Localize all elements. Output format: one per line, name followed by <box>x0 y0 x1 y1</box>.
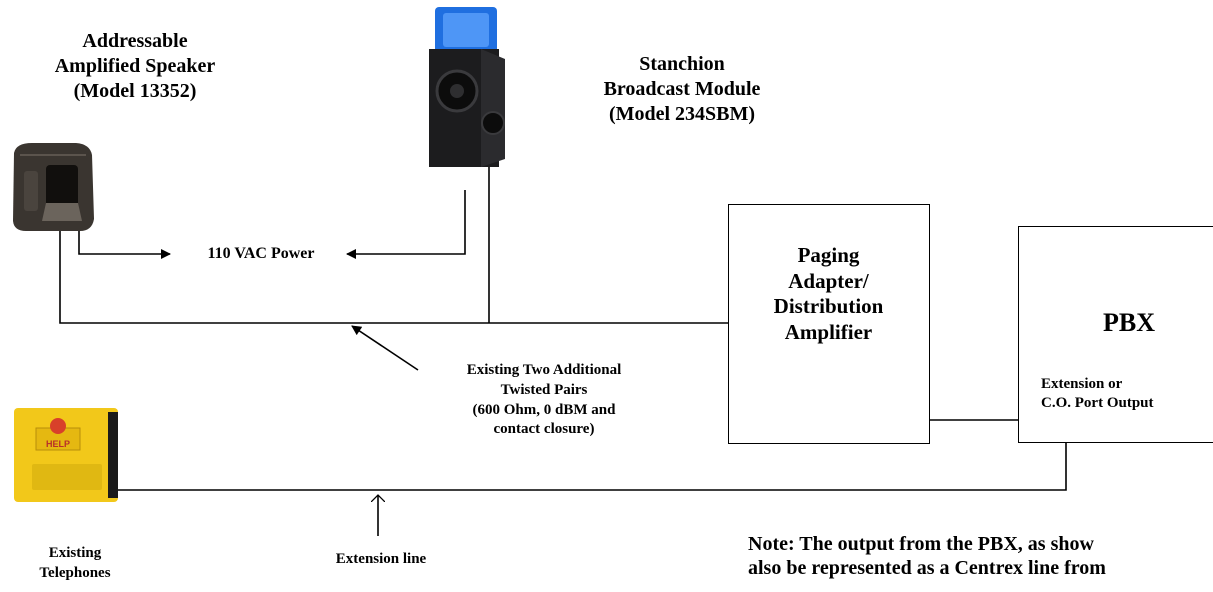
twisted-pairs-label: Existing Two Additional Twisted Pairs (6… <box>414 361 674 440</box>
telephone-device: HELP <box>12 406 122 506</box>
stanchion-title: Stanchion Broadcast Module (Model 234SBM… <box>572 52 792 127</box>
note-text: Note: The output from the PBX, as show a… <box>748 532 1106 581</box>
pbx-title: PBX <box>1103 308 1155 337</box>
speaker-icon <box>13 143 94 231</box>
paging-line3: Distribution <box>773 294 884 319</box>
paging-adapter-label: Paging Adapter/ Distribution Amplifier <box>729 243 928 345</box>
stanchion-device <box>425 5 509 170</box>
speaker-title-line3: (Model 13352) <box>73 80 197 102</box>
pbx-sub-line2: C.O. Port Output <box>1041 394 1154 411</box>
paging-line2: Adapter/ <box>788 268 869 293</box>
stanchion-power-wire <box>346 190 466 259</box>
note-line2: also be represented as a Centrex line fr… <box>748 557 1106 580</box>
paging-line1: Paging <box>797 243 860 267</box>
telephone-button-text: HELP <box>46 439 70 449</box>
speaker-power-wire <box>78 228 171 259</box>
speaker-title: Addressable Amplified Speaker (Model 133… <box>20 29 250 104</box>
speaker-device <box>10 141 95 233</box>
note-line1: Note: The output from the PBX, as show <box>748 533 1094 555</box>
extension-wire <box>118 443 1067 491</box>
stanchion-icon <box>429 7 505 167</box>
twisted-pairs-line1: Existing Two Additional <box>466 362 622 378</box>
speaker-title-line1: Addressable <box>82 30 188 52</box>
stanchion-title-line1: Stanchion <box>639 53 725 75</box>
pbx-box: PBX Extension or C.O. Port Output <box>1018 226 1213 443</box>
twisted-pairs-line4: contact closure) <box>493 421 595 438</box>
paging-adapter-box: Paging Adapter/ Distribution Amplifier <box>728 204 930 444</box>
speaker-title-line2: Amplified Speaker <box>54 55 216 77</box>
twisted-pairs-line3: (600 Ohm, 0 dBM and <box>472 401 616 418</box>
telephone-label: Existing Telephones <box>15 543 135 584</box>
twisted-pairs-line2: Twisted Pairs <box>500 381 588 398</box>
pbx-sub-label: Extension or C.O. Port Output <box>1041 375 1154 413</box>
twisted-pairs-pointer <box>351 325 419 371</box>
stanchion-title-line3: (Model 234SBM) <box>608 103 756 125</box>
power-label: 110 VAC Power <box>207 245 315 262</box>
speaker-audio-wire <box>59 228 728 324</box>
telephone-icon: HELP <box>14 408 118 502</box>
stanchion-title-line2: Broadcast Module <box>603 78 761 100</box>
telephone-label-line2: Telephones <box>39 565 111 582</box>
extension-line-label: Extension line <box>335 551 427 567</box>
pbx-sub-line1: Extension or <box>1041 376 1123 392</box>
telephone-label-line1: Existing <box>48 545 102 561</box>
paging-line4: Amplifier <box>784 319 873 344</box>
